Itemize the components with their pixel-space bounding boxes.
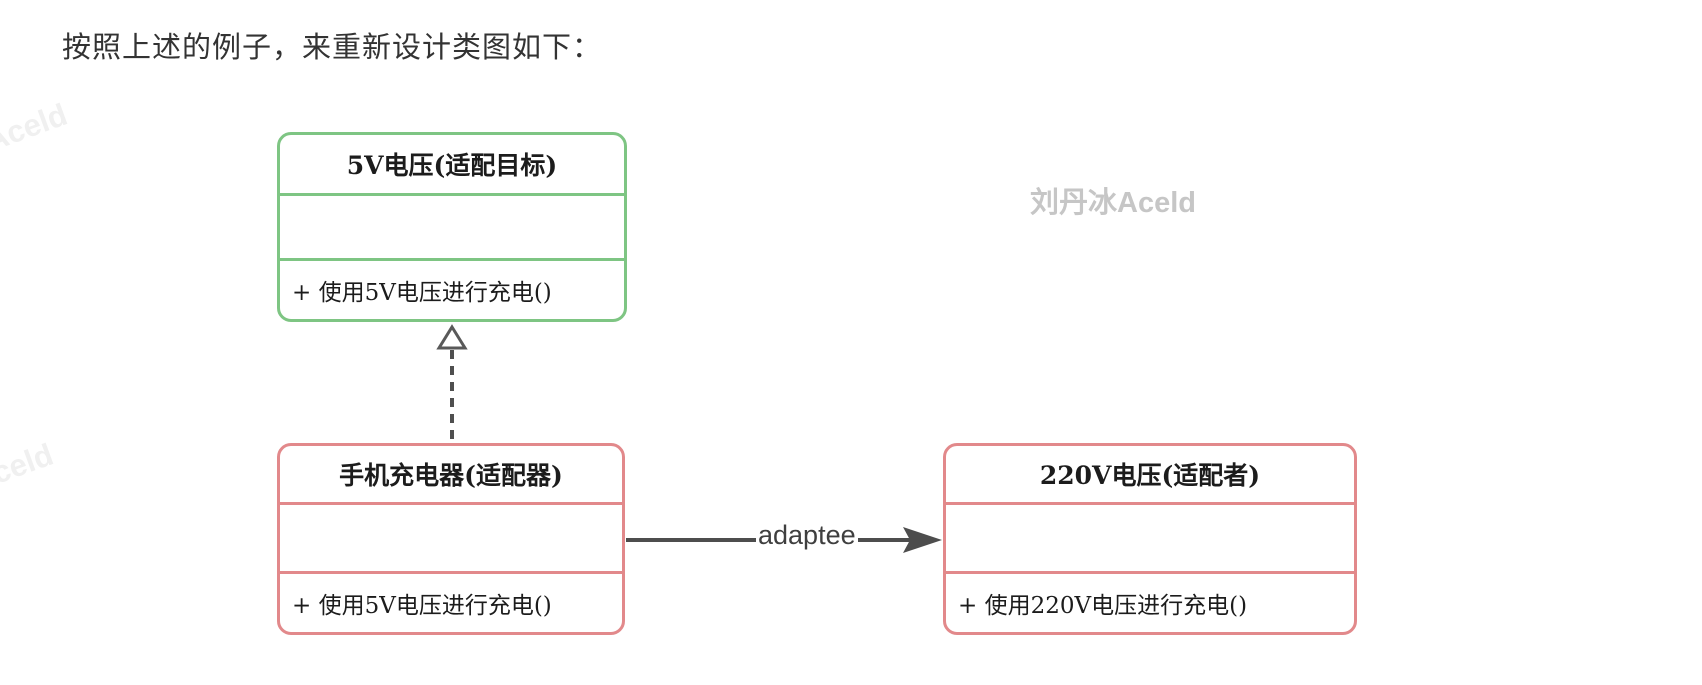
uml-class-target-title: 5V电压(适配目标)	[280, 135, 624, 197]
uml-class-adapter: 手机充电器(适配器) + 使用5V电压进行充电()	[277, 443, 625, 635]
uml-class-adapter-title: 手机充电器(适配器)	[280, 446, 622, 506]
uml-class-adaptee-attributes	[946, 505, 1354, 574]
uml-class-adaptee-title: 220V电压(适配者)	[946, 446, 1354, 506]
uml-class-target-method: + 使用5V电压进行充电()	[292, 279, 552, 306]
watermark-faint-bottom: Aceld	[0, 436, 58, 499]
uml-class-adapter-attributes	[280, 505, 622, 574]
association-label: adaptee	[756, 520, 858, 551]
watermark-faint-top: Aceld	[0, 96, 72, 159]
uml-class-target-attributes	[280, 196, 624, 261]
realization-hollow-triangle-icon	[436, 324, 468, 350]
uml-class-target: 5V电压(适配目标) + 使用5V电压进行充电()	[277, 132, 627, 322]
association-arrowhead-icon	[903, 527, 942, 553]
uml-class-adaptee: 220V电压(适配者) + 使用220V电压进行充电()	[943, 443, 1357, 635]
watermark-author: 刘丹冰Aceld	[1030, 187, 1196, 219]
uml-class-adaptee-method: + 使用220V电压进行充电()	[958, 592, 1248, 619]
uml-class-adapter-method: + 使用5V电压进行充电()	[292, 592, 552, 619]
page-heading: 按照上述的例子，来重新设计类图如下：	[62, 32, 603, 64]
